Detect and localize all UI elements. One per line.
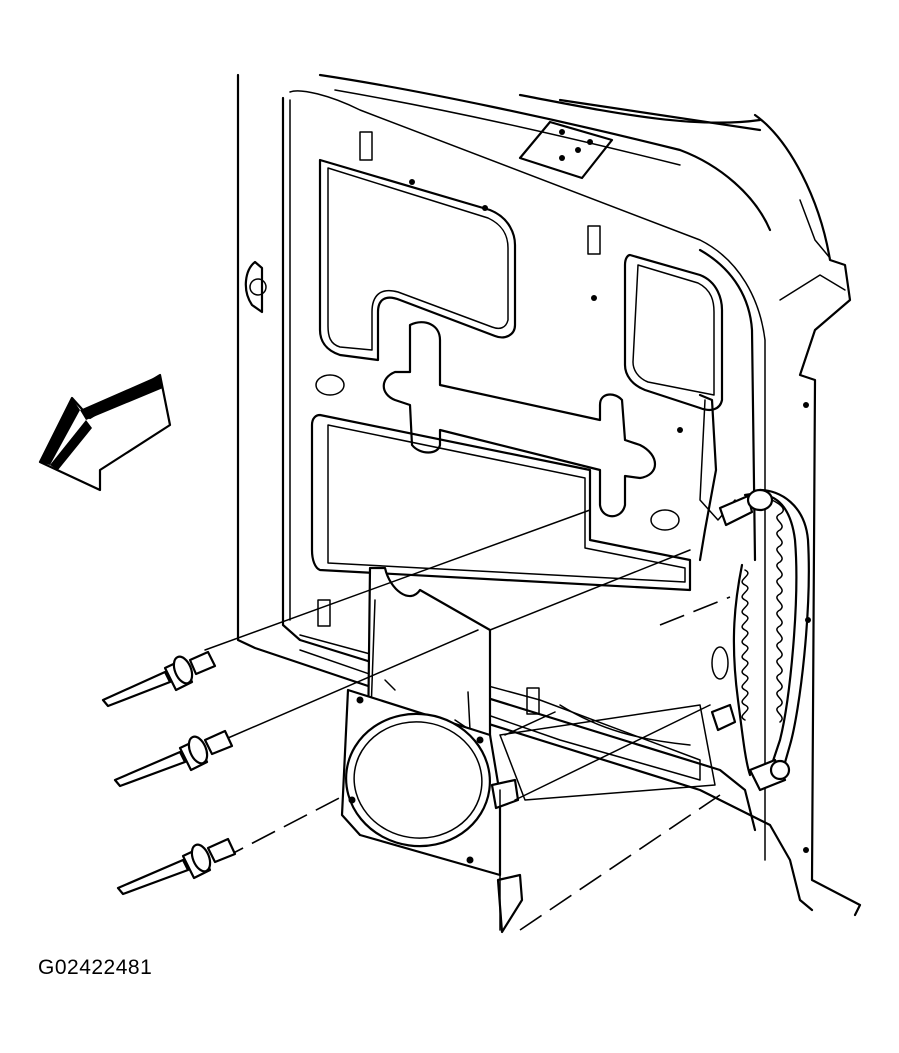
alignment-lines [204, 509, 731, 931]
wiring-harness [698, 393, 811, 853]
push-pin-retainer-1 [101, 650, 217, 708]
speaker [340, 688, 524, 934]
figure-id-label: G02422481 [38, 956, 153, 979]
panel-access-openings [244, 120, 729, 715]
door-panel [236, 73, 862, 917]
push-pin-retainer-2 [113, 729, 234, 788]
push-pin-retainer-3 [116, 837, 237, 896]
water-deflector-sheet [499, 704, 716, 801]
arrow-front-icon [38, 373, 172, 492]
